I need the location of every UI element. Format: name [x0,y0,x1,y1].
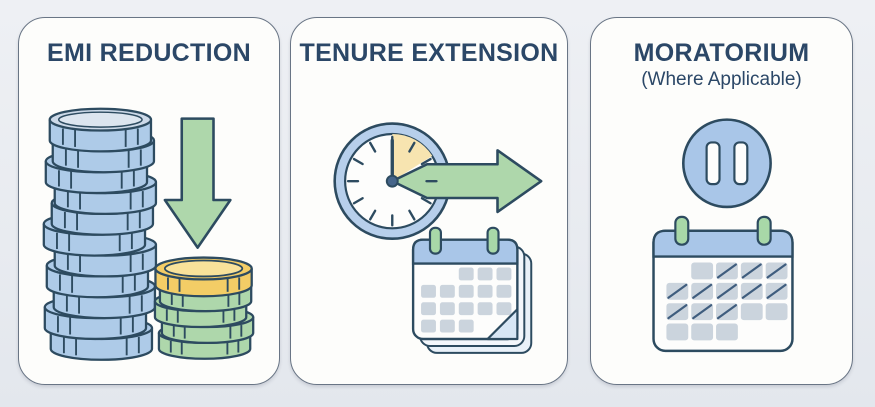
clock-center-icon [385,174,438,188]
card-subtitle-moratorium: (Where Applicable) [641,69,802,90]
card-emi-reduction: EMI REDUCTION [18,17,280,385]
calendar-date-grid [421,267,512,333]
calendar-pages-icon [411,226,533,354]
card-tenure-extension: TENURE EXTENSION [290,17,568,385]
tenure-extension-illustration [333,122,543,354]
coin-stack-tall-icon [42,107,158,361]
card-title-moratorium: MORATORIUM [633,39,810,67]
card-moratorium: MORATORIUM (Where Applicable) [590,17,853,385]
coin-stack-short-icon [153,256,255,360]
emi-reduction-illustration [42,107,255,361]
calendar-icon [652,215,794,353]
card-title-emi-reduction: EMI REDUCTION [47,39,251,67]
right-arrow-icon [390,149,543,214]
calendar-date-grid [666,262,788,341]
card-title-tenure-extension: TENURE EXTENSION [299,39,559,67]
down-arrow-icon [163,117,232,249]
moratorium-illustration [652,118,794,353]
pause-circle-icon [682,118,772,209]
page-curl [486,308,519,341]
